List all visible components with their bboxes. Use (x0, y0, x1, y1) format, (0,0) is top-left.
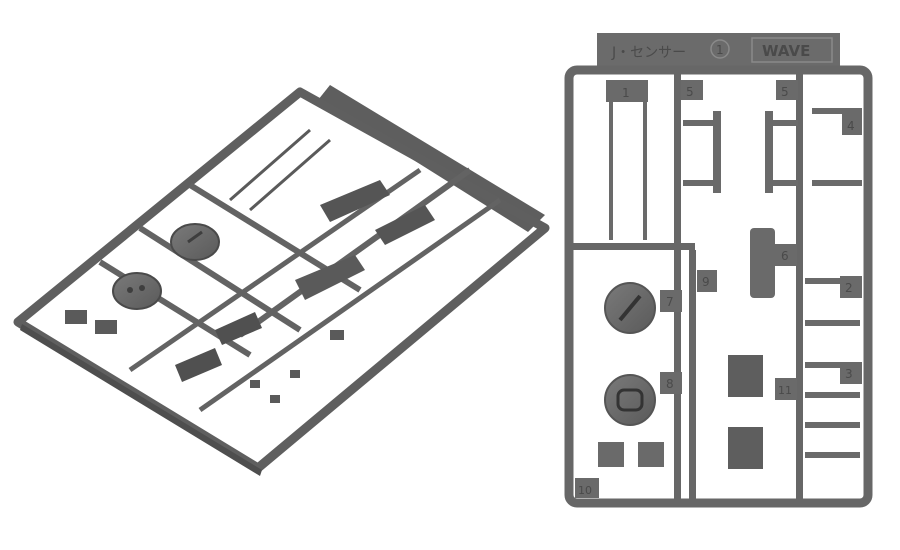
sprue-name: J・センサー (611, 45, 686, 61)
part-number-10: 10 (578, 484, 592, 497)
part-number-7: 7 (666, 295, 674, 309)
part-number-1: 1 (622, 86, 630, 100)
part-number-5a: 5 (686, 85, 694, 99)
part-number-2: 2 (845, 281, 853, 295)
part-number-9: 9 (702, 275, 710, 289)
flat-sprue-view: J・センサー 1 WAVE (564, 33, 873, 508)
sprue-number: 1 (716, 43, 724, 57)
sprue-tag (597, 33, 840, 71)
angled-sprue-view (13, 85, 550, 476)
part-number-3: 3 (845, 367, 853, 381)
part-number-4: 4 (847, 119, 855, 133)
part-number-11: 11 (778, 384, 792, 397)
part-number-8a: 8 (666, 377, 674, 391)
part-number-5b: 5 (781, 85, 789, 99)
brand-logo: WAVE (762, 42, 810, 60)
part-number-6: 6 (781, 249, 789, 263)
